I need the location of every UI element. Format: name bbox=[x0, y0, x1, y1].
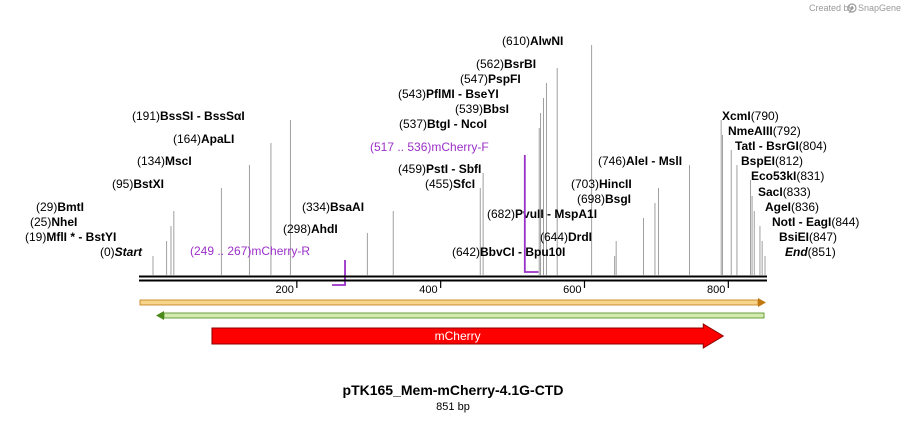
site-label: (644)DrdI bbox=[540, 230, 592, 244]
site-label: SacI(833) bbox=[758, 185, 811, 199]
ruler-ticks: 200 400 600 800 bbox=[275, 281, 729, 296]
site-label: (642)BbvCI - Bpu10I bbox=[452, 245, 565, 259]
backbone bbox=[139, 275, 767, 282]
feature-mcherry: mCherry bbox=[211, 323, 725, 349]
site-label: BsiEI(847) bbox=[779, 230, 837, 244]
primer-arrow bbox=[332, 260, 346, 286]
primers: (249 .. 267)mCherry-R (517 .. 536)mCherry… bbox=[190, 140, 539, 286]
site-label: (164)ApaLI bbox=[173, 132, 234, 146]
site-label: NotI - EagI(844) bbox=[772, 215, 859, 229]
site-label: (610)AlwNI bbox=[502, 34, 563, 48]
site-label: Eco53kI(831) bbox=[751, 169, 824, 183]
site-label: NmeAIII(792) bbox=[728, 124, 801, 138]
map-title: pTK165_Mem-mCherry-4.1G-CTD bbox=[343, 382, 564, 398]
site-label: (298)AhdI bbox=[283, 222, 338, 236]
green-reverse-arrow bbox=[156, 311, 765, 320]
site-label: XcmI(790) bbox=[722, 109, 779, 123]
primer-label: (249 .. 267)mCherry-R bbox=[190, 244, 310, 258]
site-label: (0)Start bbox=[100, 245, 143, 259]
map-subtitle: 851 bp bbox=[436, 401, 470, 413]
site-label: BspEI(812) bbox=[741, 154, 803, 168]
credit-text: Created by bbox=[809, 3, 854, 13]
site-label: (19)MflI * - BstYI bbox=[25, 230, 116, 244]
site-label: TatI - BsrGI(804) bbox=[735, 139, 827, 153]
site-label: (25)NheI bbox=[30, 215, 77, 229]
primer-arrow bbox=[523, 155, 539, 273]
site-label: (543)PflMI - BseYI bbox=[398, 87, 499, 101]
site-label: (537)BtgI - NcoI bbox=[399, 117, 487, 131]
site-label: (455)SfcI bbox=[425, 177, 475, 191]
tick-label: 600 bbox=[563, 284, 581, 296]
site-label: (562)BsrBI bbox=[476, 57, 536, 71]
site-label: (547)PspFI bbox=[460, 72, 521, 86]
credit-brand: SnapGene bbox=[858, 3, 901, 13]
tick-label: 400 bbox=[419, 284, 437, 296]
site-label: (334)BsaAI bbox=[302, 200, 364, 214]
site-label: AgeI(836) bbox=[765, 200, 819, 214]
site-label: (29)BmtI bbox=[36, 200, 84, 214]
site-label: (682)PvuII - MspA1I bbox=[487, 207, 597, 221]
site-label: (191)BssSI - BssSαI bbox=[132, 109, 245, 123]
site-label: (95)BstXI bbox=[112, 177, 164, 191]
tick-label: 200 bbox=[275, 284, 293, 296]
site-label: (459)PstI - SbfI bbox=[398, 162, 481, 176]
tick-label: 800 bbox=[707, 284, 725, 296]
site-label: (539)BbsI bbox=[455, 102, 509, 116]
orange-forward-arrow bbox=[139, 298, 766, 307]
site-label: (698)BsgI bbox=[577, 192, 631, 206]
snapgene-logo bbox=[847, 3, 857, 13]
site-label: End(851) bbox=[785, 245, 836, 259]
restriction-sites: (0)Start(19)MflI * - BstYI(25)NheI(29)Bm… bbox=[25, 34, 859, 275]
site-label: (134)MscI bbox=[137, 154, 192, 168]
primer-label: (517 .. 536)mCherry-F bbox=[370, 140, 489, 154]
site-label: (703)HincII bbox=[571, 177, 632, 191]
feature-label: mCherry bbox=[435, 329, 481, 343]
site-label: (746)AleI - MslI bbox=[598, 154, 682, 168]
